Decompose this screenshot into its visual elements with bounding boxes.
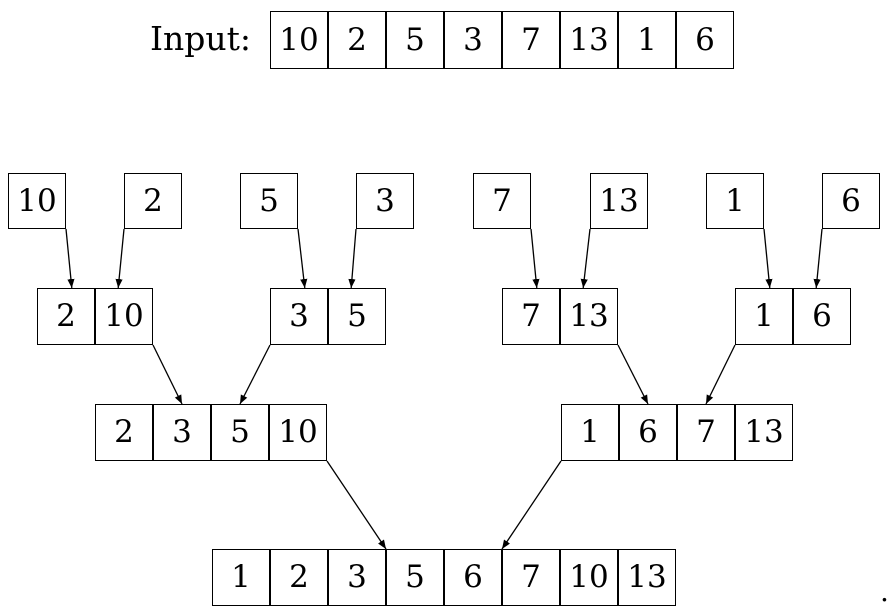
merge-arrow xyxy=(705,344,736,405)
level-0-array-5-cell: 13 xyxy=(590,173,648,229)
input-cell: 10 xyxy=(270,11,328,69)
level-1-array-1-cell: 3 xyxy=(270,288,328,345)
level-2-array-0-cell: 2 xyxy=(95,404,153,461)
level-2-array-0-cell: 3 xyxy=(153,404,211,461)
level-0-array-4-cell: 7 xyxy=(473,173,531,229)
input-cell: 3 xyxy=(444,11,502,69)
merge-arrow xyxy=(115,228,125,289)
level-1-array-2-cell: 13 xyxy=(560,288,618,345)
level-3-array-0-cell: 1 xyxy=(212,549,270,606)
level-1-array-3-cell: 6 xyxy=(793,288,851,345)
level-3-array-0-cell: 10 xyxy=(560,549,618,606)
level-1-array-0-cell: 10 xyxy=(95,288,153,345)
input-cell: 1 xyxy=(618,11,676,69)
merge-arrow xyxy=(530,228,540,289)
input-label: Input: xyxy=(150,19,252,58)
level-3-array-0-cell: 2 xyxy=(270,549,328,606)
input-cell: 13 xyxy=(560,11,618,69)
level-0-array-2-cell: 5 xyxy=(240,173,298,229)
merge-arrow xyxy=(763,228,773,289)
input-cell: 5 xyxy=(386,11,444,69)
level-2-array-1-cell: 6 xyxy=(619,404,677,461)
merge-arrow xyxy=(617,344,649,405)
level-2-array-0-cell: 5 xyxy=(211,404,269,461)
merge-arrow xyxy=(297,228,308,289)
level-0-array-6-cell: 1 xyxy=(706,173,764,229)
trailing-period: . xyxy=(880,575,889,608)
level-2-array-1-cell: 7 xyxy=(677,404,735,461)
merge-arrow xyxy=(813,228,823,289)
level-1-array-1-cell: 5 xyxy=(328,288,386,345)
level-2-array-1-cell: 13 xyxy=(735,404,793,461)
level-3-array-0-cell: 5 xyxy=(386,549,444,606)
level-0-array-1-cell: 2 xyxy=(124,173,182,229)
input-cell: 7 xyxy=(502,11,560,69)
level-2-array-1-cell: 1 xyxy=(561,404,619,461)
level-1-array-0-cell: 2 xyxy=(37,288,95,345)
level-1-array-3-cell: 1 xyxy=(735,288,793,345)
merge-arrow xyxy=(239,344,271,405)
input-cell: 2 xyxy=(328,11,386,69)
level-1-array-2-cell: 7 xyxy=(502,288,560,345)
merge-arrow xyxy=(580,228,591,289)
input-cell: 6 xyxy=(676,11,734,69)
level-3-array-0-cell: 6 xyxy=(444,549,502,606)
merge-arrow xyxy=(326,460,387,550)
merge-arrow xyxy=(65,228,75,289)
level-0-array-7-cell: 6 xyxy=(822,173,880,229)
level-3-array-0-cell: 3 xyxy=(328,549,386,606)
level-3-array-0-cell: 13 xyxy=(618,549,676,606)
level-3-array-0-cell: 7 xyxy=(502,549,560,606)
level-2-array-0-cell: 10 xyxy=(269,404,327,461)
level-0-array-3-cell: 3 xyxy=(356,173,414,229)
level-0-array-0-cell: 10 xyxy=(8,173,66,229)
merge-arrow xyxy=(501,460,562,550)
merge-arrow xyxy=(348,228,357,289)
merge-arrow xyxy=(152,344,183,405)
